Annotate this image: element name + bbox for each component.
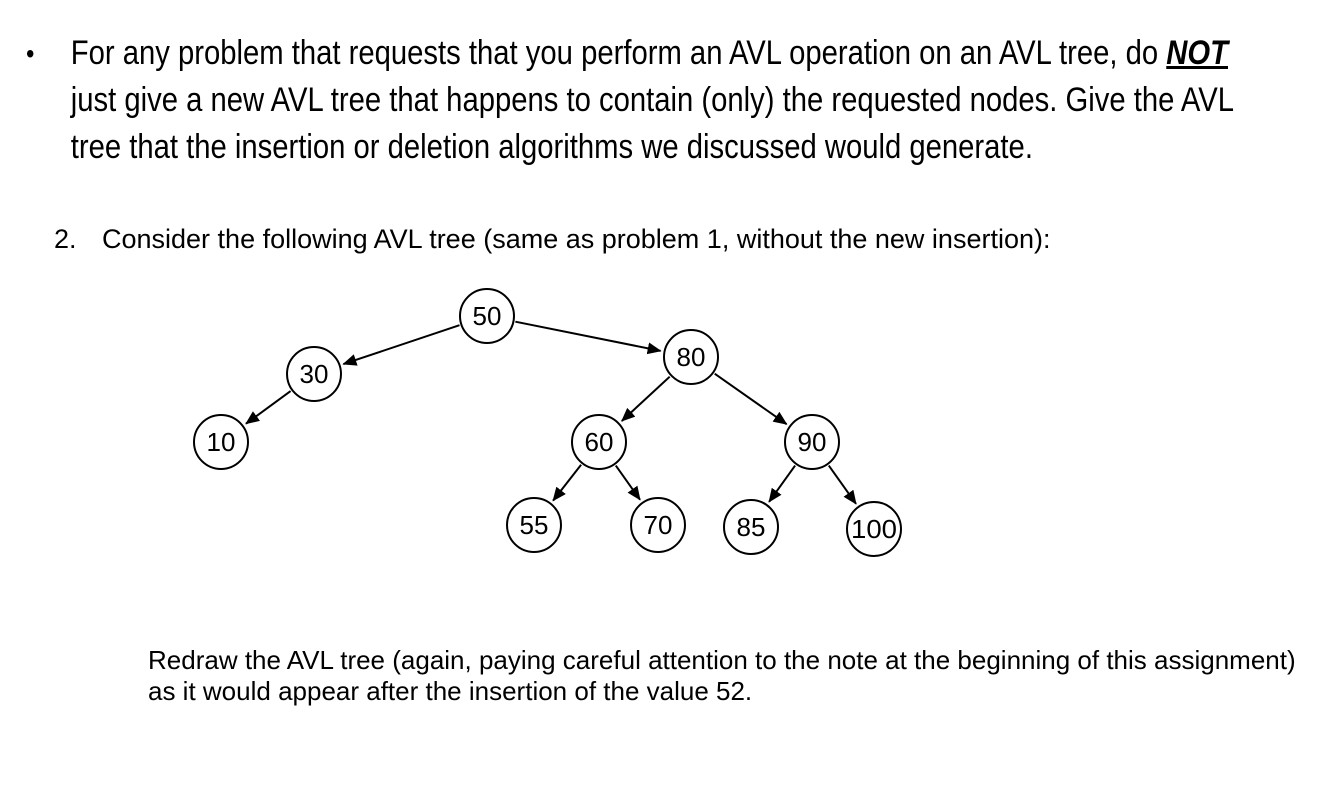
node-label: 100: [851, 514, 897, 544]
node-label: 30: [300, 359, 329, 389]
edge-30-to-10: [245, 390, 292, 425]
tree-node-50: 50: [459, 288, 515, 344]
node-circle: [723, 499, 779, 555]
edge-90-to-85: [768, 465, 796, 503]
node-label: 85: [737, 512, 766, 542]
bullet-marker: •: [26, 38, 35, 69]
note-text-start: For any problem that requests that you p…: [70, 34, 1167, 72]
node-circle: [506, 497, 562, 553]
node-label: 50: [473, 301, 502, 331]
node-label: 80: [677, 342, 706, 372]
node-circle: [571, 414, 627, 470]
tree-edges: [245, 320, 857, 505]
edge-80-to-90: [714, 372, 788, 426]
tree-node-10: 10: [193, 414, 249, 470]
problem-text: Consider the following AVL tree (same as…: [102, 224, 1051, 254]
node-label: 60: [585, 427, 614, 457]
node-circle: [630, 497, 686, 553]
edge-80-to-60: [621, 375, 671, 422]
tree-node-90: 90: [784, 414, 840, 470]
node-label: 10: [207, 427, 236, 457]
tree-node-60: 60: [571, 414, 627, 470]
instruction-text: Redraw the AVL tree (again, paying caref…: [148, 645, 1296, 706]
node-label: 55: [520, 510, 549, 540]
edge-50-to-80: [515, 320, 662, 355]
note-text: For any problem that requests that you p…: [71, 30, 1266, 171]
node-circle: [784, 414, 840, 470]
tree-node-100: 100: [846, 501, 902, 557]
edge-60-to-55: [552, 464, 582, 502]
node-label: 70: [644, 510, 673, 540]
node-circle: [663, 329, 719, 385]
tree-node-80: 80: [663, 329, 719, 385]
node-label: 90: [798, 427, 827, 457]
edge-90-to-100: [827, 465, 857, 505]
tree-node-70: 70: [630, 497, 686, 553]
edge-50-to-30: [342, 324, 460, 366]
node-circle: [193, 414, 249, 470]
node-circle: [286, 346, 342, 402]
node-circle: [846, 501, 902, 557]
note-emphasis: NOT: [1166, 34, 1228, 72]
tree-nodes: 50 30 80 10 60 90 55 70 85 100: [193, 288, 902, 557]
tree-node-30: 30: [286, 346, 342, 402]
tree-node-55: 55: [506, 497, 562, 553]
note-text-end: just give a new AVL tree that happens to…: [70, 81, 1233, 166]
problem-statement: 2. Consider the following AVL tree (same …: [54, 224, 1050, 255]
tree-node-85: 85: [723, 499, 779, 555]
node-circle: [459, 288, 515, 344]
problem-number: 2.: [54, 224, 77, 254]
edge-60-to-70: [614, 465, 641, 501]
